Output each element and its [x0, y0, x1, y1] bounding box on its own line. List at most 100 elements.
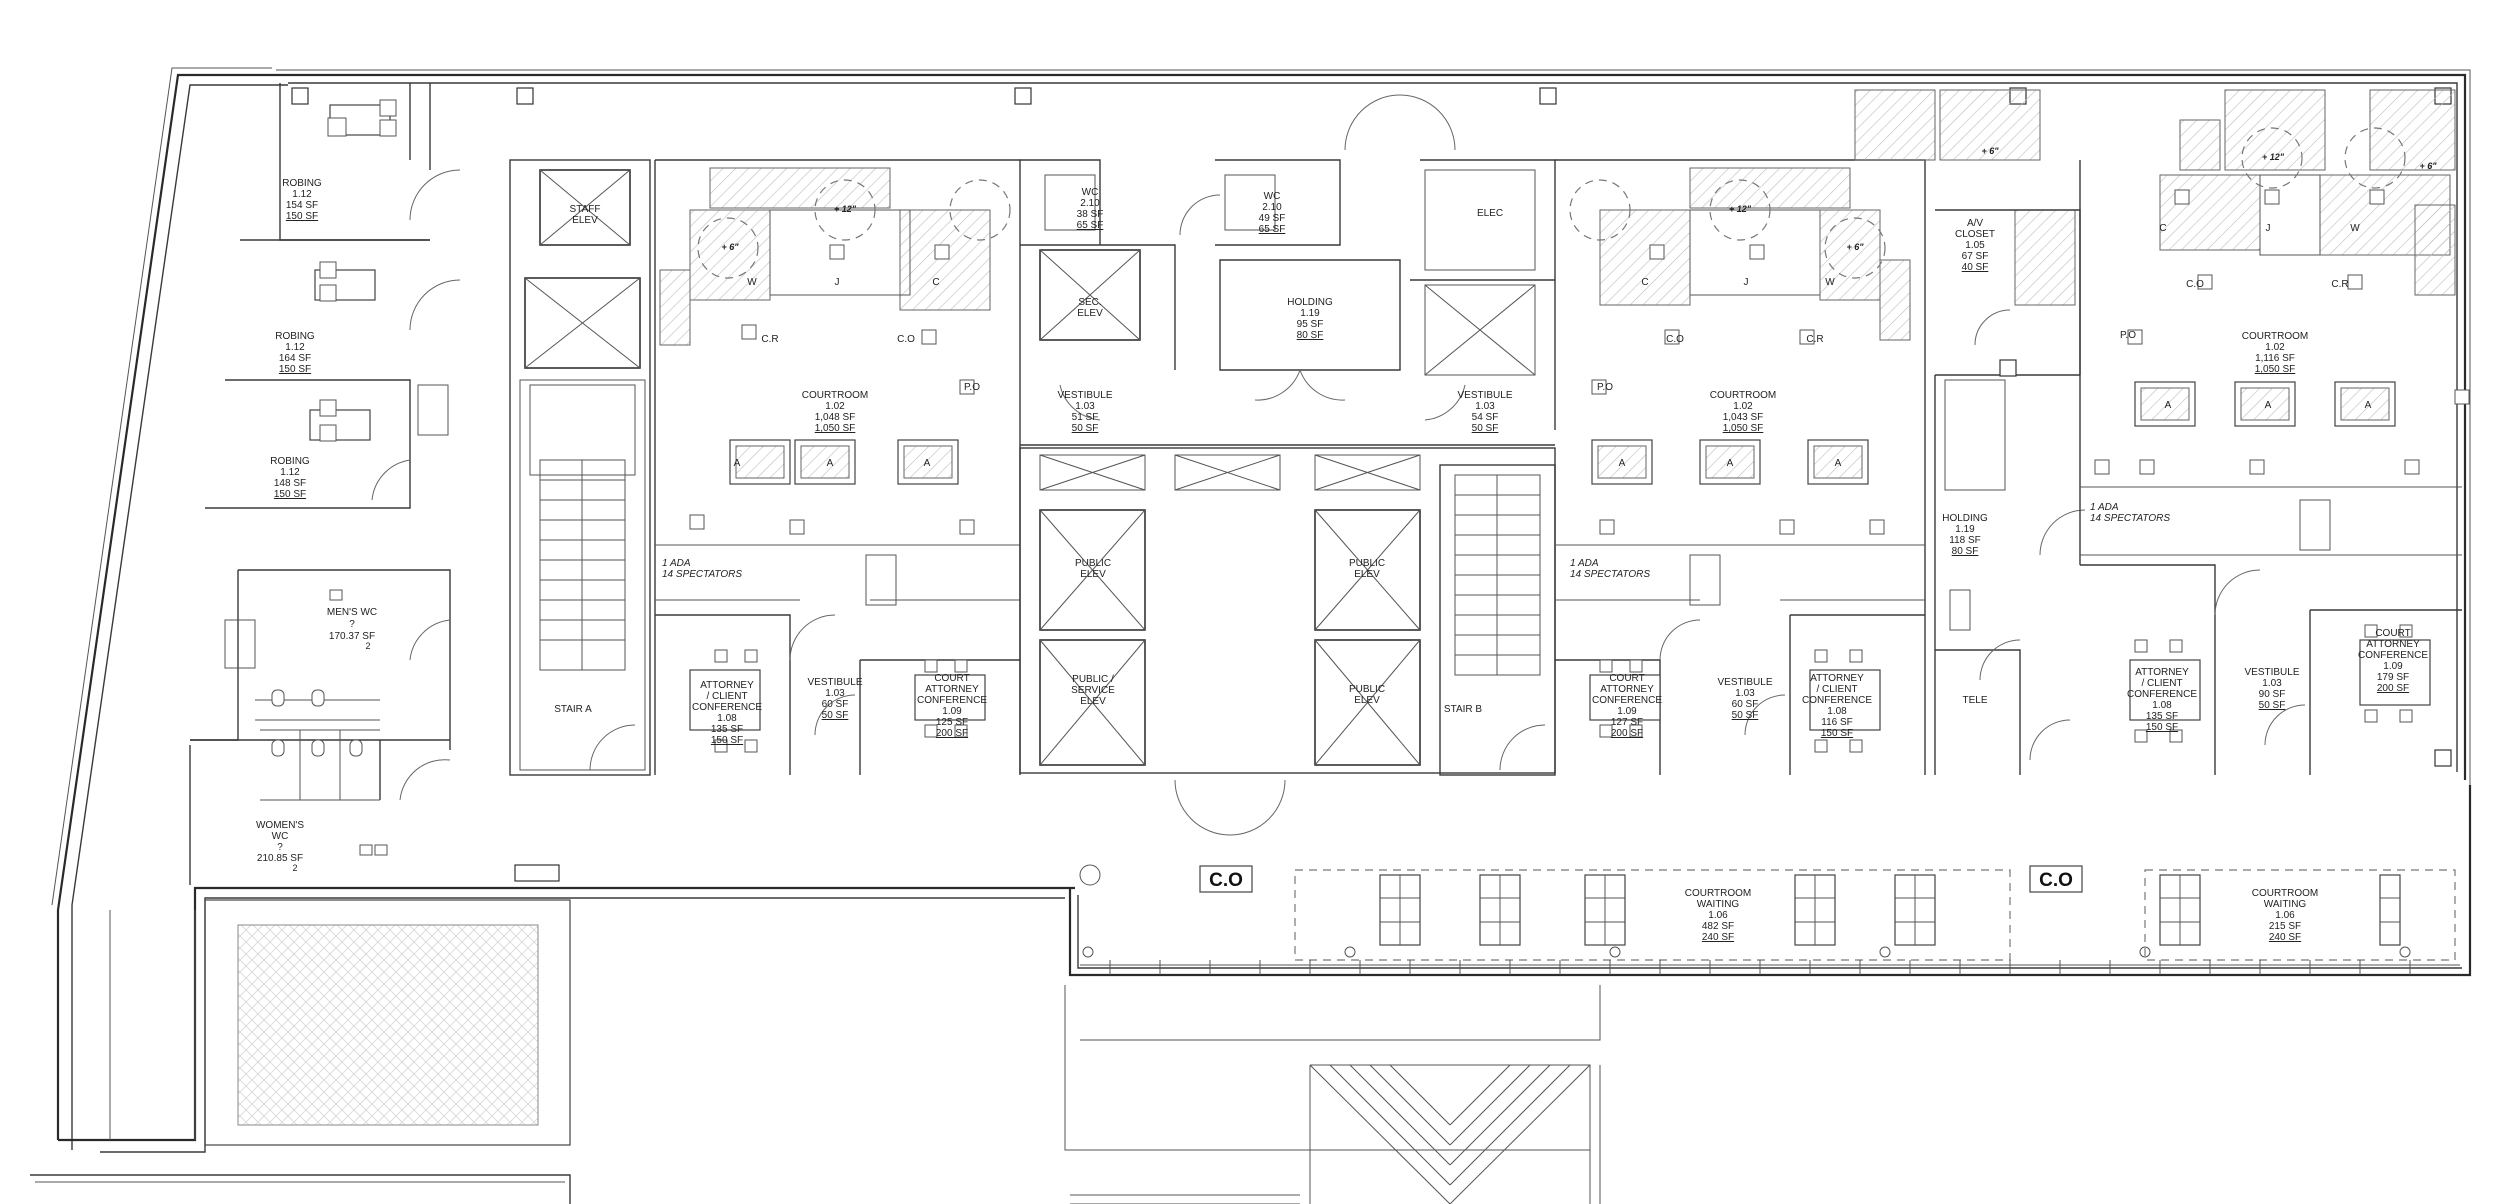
public-elev-1-l2: ELEV — [1080, 569, 1106, 580]
vestibule-bl-area: 60 SF — [822, 699, 849, 710]
robing-1-number: 1.12 — [292, 189, 312, 200]
vestibule-tr-name: VESTIBULE — [1457, 390, 1512, 401]
courtroom-2-ada-2: 14 SPECTATORS — [1570, 569, 1650, 580]
court-att-2-l2: ATTORNEY — [1600, 684, 1654, 695]
waiting-1-number: 1.06 — [1708, 910, 1728, 921]
attorney-2-l3: CONFERENCE — [1802, 695, 1872, 706]
co-tag-2: C.O — [2039, 870, 2073, 891]
public-elev-4-l2: ELEV — [1354, 695, 1380, 706]
holding-c-name: HOLDING — [1287, 297, 1333, 308]
cr3-dim-12: + 12" — [2262, 152, 2285, 162]
vestibule-tr-required: 50 SF — [1472, 423, 1499, 434]
court-att-2-l1: COURT — [1609, 673, 1644, 684]
cr3-tag-c: C — [2159, 223, 2166, 234]
waiting-2-number: 1.06 — [2275, 910, 2295, 921]
courtroom-2-ada-1: 1 ADA — [1570, 558, 1599, 569]
attorney-2-area: 116 SF — [1821, 717, 1853, 728]
vestibule-bl-number: 1.03 — [825, 688, 845, 699]
waiting-1-l1: COURTROOM — [1685, 888, 1751, 899]
womens-wc-name-1: WOMEN'S — [256, 820, 304, 831]
cr1-tag-cr: C.R — [761, 334, 778, 345]
court-att-3-area: 179 SF — [2377, 672, 2409, 683]
holding-r-required: 80 SF — [1952, 546, 1979, 557]
co-tag-box-1 — [1199, 865, 1253, 893]
court-att-2-number: 1.09 — [1617, 706, 1637, 717]
cr3-tag-w: W — [2350, 223, 2360, 234]
womens-wc-count: 2 — [292, 863, 297, 873]
courtroom-3-number: 1.02 — [2265, 342, 2285, 353]
robing-1-area: 154 SF — [286, 200, 318, 211]
cr2-tag-j: J — [1744, 277, 1749, 288]
robing-3-area: 148 SF — [274, 478, 306, 489]
cr2-dim-6: + 6" — [1846, 242, 1864, 252]
cr2-tag-a-3: A — [1835, 458, 1842, 469]
vestibule-bm-name: VESTIBULE — [1717, 677, 1772, 688]
vestibule-tl-name: VESTIBULE — [1057, 390, 1112, 401]
public-elev-2-l2: ELEV — [1354, 569, 1380, 580]
court-att-3-l3: CONFERENCE — [2358, 650, 2428, 661]
robing-2-number: 1.12 — [285, 342, 305, 353]
robing-3-name: ROBING — [270, 456, 310, 467]
courtroom-2-number: 1.02 — [1733, 401, 1753, 412]
waiting-2-l1: COURTROOM — [2252, 888, 2318, 899]
courtroom-1-name: COURTROOM — [802, 390, 868, 401]
mens-wc-area: 170.37 SF — [329, 631, 375, 642]
wc-a-number: 2.10 — [1080, 198, 1100, 209]
court-att-1-number: 1.09 — [942, 706, 962, 717]
vestibule-br-area: 90 SF — [2259, 689, 2286, 700]
service-rooms — [1854, 89, 2086, 775]
courtroom-1-ada-1: 1 ADA — [662, 558, 691, 569]
womens-wc-area: 210.85 SF — [257, 853, 303, 864]
cr2-tag-a-1: A — [1619, 458, 1626, 469]
courtroom-3-required: 1,050 SF — [2255, 364, 2296, 375]
stair-b-label: STAIR B — [1444, 704, 1482, 715]
vestibule-tl-number: 1.03 — [1075, 401, 1095, 412]
mens-wc-count: 2 — [365, 641, 370, 651]
cr1-tag-a-3: A — [924, 458, 931, 469]
cr3-dim-6: + 6" — [2419, 161, 2437, 171]
attorney-2-l2: / CLIENT — [1816, 684, 1857, 695]
robing-3-number: 1.12 — [280, 467, 300, 478]
courtroom-3-name: COURTROOM — [2242, 331, 2308, 342]
wc-a-area: 38 SF — [1077, 209, 1104, 220]
vestibule-bm-number: 1.03 — [1735, 688, 1755, 699]
staff-elev-label-2: ELEV — [572, 215, 598, 226]
court-att-2-area: 127 SF — [1611, 717, 1643, 728]
waiting-1-required: 240 SF — [1702, 932, 1734, 943]
robing-2-area: 164 SF — [279, 353, 311, 364]
stair-a-core — [509, 159, 651, 776]
staff-elev-label-1: STAFF — [570, 204, 601, 215]
court-att-3-l2: ATTORNEY — [2366, 639, 2420, 650]
structural-columns — [291, 87, 2452, 882]
attorney-3-required: 150 SF — [2146, 722, 2178, 733]
vestibule-tr-number: 1.03 — [1475, 401, 1495, 412]
court-att-1-area: 125 SF — [936, 717, 968, 728]
courtroom-1-number: 1.02 — [825, 401, 845, 412]
robing-3-required: 150 SF — [274, 489, 306, 500]
vestibule-tr-area: 54 SF — [1472, 412, 1499, 423]
wc-a-required: 65 SF — [1077, 220, 1104, 231]
av-closet-required: 40 SF — [1962, 262, 1989, 273]
stair-b-core — [1439, 464, 1556, 776]
attorney-1-area: 135 SF — [711, 724, 743, 735]
wc-b-name: WC — [1264, 191, 1281, 202]
wc-b-number: 2.10 — [1262, 202, 1282, 213]
attorney-1-l1: ATTORNEY — [700, 680, 754, 691]
stair-a-label: STAIR A — [554, 704, 592, 715]
cr3-lower-rooms — [2080, 564, 2462, 775]
sec-elev-label-1: SEC. — [1078, 297, 1101, 308]
vestibule-bm-required: 50 SF — [1732, 710, 1759, 721]
court-att-2-l3: CONFERENCE — [1592, 695, 1662, 706]
tele-label: TELE — [1962, 695, 1987, 706]
court-att-1-required: 200 SF — [936, 728, 968, 739]
robing-rooms — [205, 83, 461, 509]
av-closet-area: 67 SF — [1962, 251, 1989, 262]
public-elev-2-l1: PUBLIC — [1349, 558, 1385, 569]
cr3-tag-a-3: A — [2365, 400, 2372, 411]
holding-r-area: 118 SF — [1949, 535, 1981, 546]
public-elev-1-l1: PUBLIC — [1075, 558, 1111, 569]
courtroom-2-required: 1,050 SF — [1723, 423, 1764, 434]
public-service-elev-l1: PUBLIC / — [1072, 674, 1114, 685]
attorney-3-number: 1.08 — [2152, 700, 2172, 711]
holding-c-number: 1.19 — [1300, 308, 1320, 319]
